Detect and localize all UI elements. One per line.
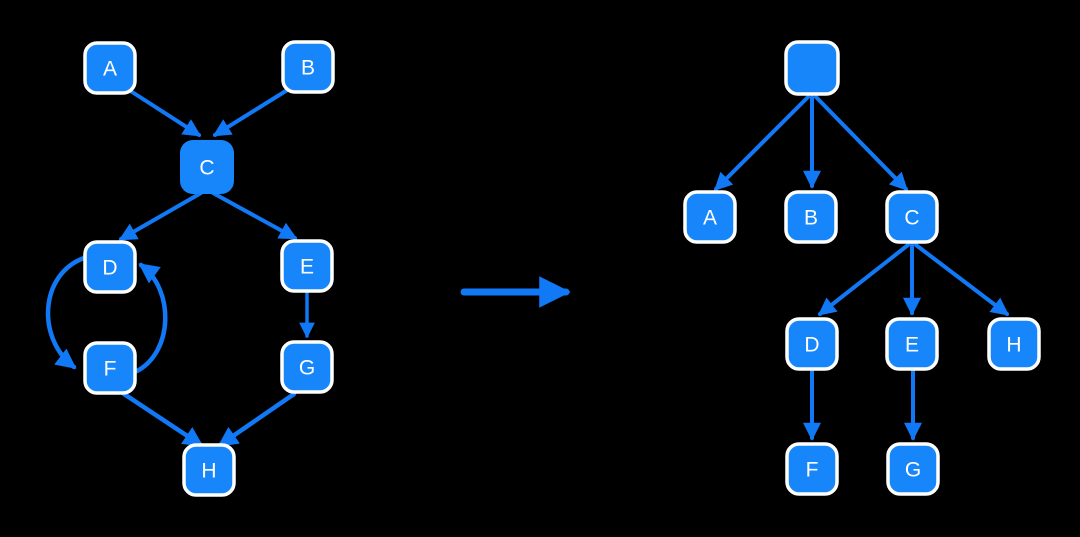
node-label-left-B: B: [301, 57, 315, 80]
node-box-right-G: [886, 442, 940, 496]
node-box-left-G: [280, 340, 334, 394]
node-right-A: A: [683, 190, 737, 244]
node-label-left-E: E: [300, 256, 314, 279]
node-right-root: [784, 40, 840, 96]
node-label-right-A: A: [703, 207, 717, 230]
node-box-left-A: [83, 41, 137, 95]
node-label-right-F: F: [806, 459, 819, 482]
node-box-left-B: [281, 40, 335, 94]
edge-right-root-C: [814, 95, 908, 191]
node-box-right-B: [784, 190, 838, 244]
edge-right-C-D: [817, 243, 910, 316]
node-label-right-D: D: [804, 334, 819, 357]
node-box-right-E: [885, 317, 939, 371]
node-label-left-D: D: [102, 257, 117, 280]
node-right-C: C: [885, 190, 939, 244]
node-box-right-root: [784, 40, 840, 96]
node-left-H: H: [182, 443, 236, 497]
node-right-B: B: [784, 190, 838, 244]
edge-left-B-C: [212, 87, 291, 137]
node-box-right-C: [885, 190, 939, 244]
node-box-left-H: [182, 443, 236, 497]
node-left-A: A: [83, 41, 137, 95]
node-left-D: D: [83, 240, 137, 294]
edge-left-F-D: [134, 262, 168, 374]
node-box-left-D: [83, 240, 137, 294]
node-label-left-G: G: [299, 357, 315, 380]
node-box-left-F: [83, 341, 137, 395]
edge-left-C-D: [118, 191, 203, 241]
node-box-right-F: [785, 442, 839, 496]
node-label-left-F: F: [104, 358, 117, 381]
node-label-right-E: E: [905, 334, 919, 357]
node-right-E: E: [885, 317, 939, 371]
edge-right-root-A: [714, 95, 810, 191]
node-left-C: C: [180, 140, 234, 194]
right-tree: A B C D E H F G: [683, 40, 1041, 496]
node-box-left-C: [180, 140, 234, 194]
node-box-right-H: [987, 317, 1041, 371]
node-left-F: F: [83, 341, 137, 395]
node-left-G: G: [280, 340, 334, 394]
node-label-right-H: H: [1006, 334, 1021, 357]
edge-left-D-F: [45, 255, 87, 370]
node-label-right-B: B: [804, 207, 818, 230]
edge-right-C-H: [914, 243, 1010, 316]
node-label-right-G: G: [905, 459, 921, 482]
node-label-left-H: H: [201, 460, 216, 483]
node-left-B: B: [281, 40, 335, 94]
node-right-F: F: [785, 442, 839, 496]
node-label-left-C: C: [199, 157, 214, 180]
edge-left-G-H: [217, 391, 297, 448]
edge-left-C-E: [211, 191, 298, 240]
edge-left-A-C: [127, 88, 202, 137]
node-left-E: E: [280, 239, 334, 293]
left-directed-graph: A B C D E F G H: [45, 40, 335, 497]
node-right-G: G: [886, 442, 940, 496]
edge-left-F-H: [121, 391, 204, 448]
node-label-right-C: C: [904, 207, 919, 230]
node-right-D: D: [785, 317, 839, 371]
node-box-right-A: [683, 190, 737, 244]
node-box-left-E: [280, 239, 334, 293]
node-right-H: H: [987, 317, 1041, 371]
node-label-left-A: A: [103, 58, 117, 81]
node-box-right-D: [785, 317, 839, 371]
